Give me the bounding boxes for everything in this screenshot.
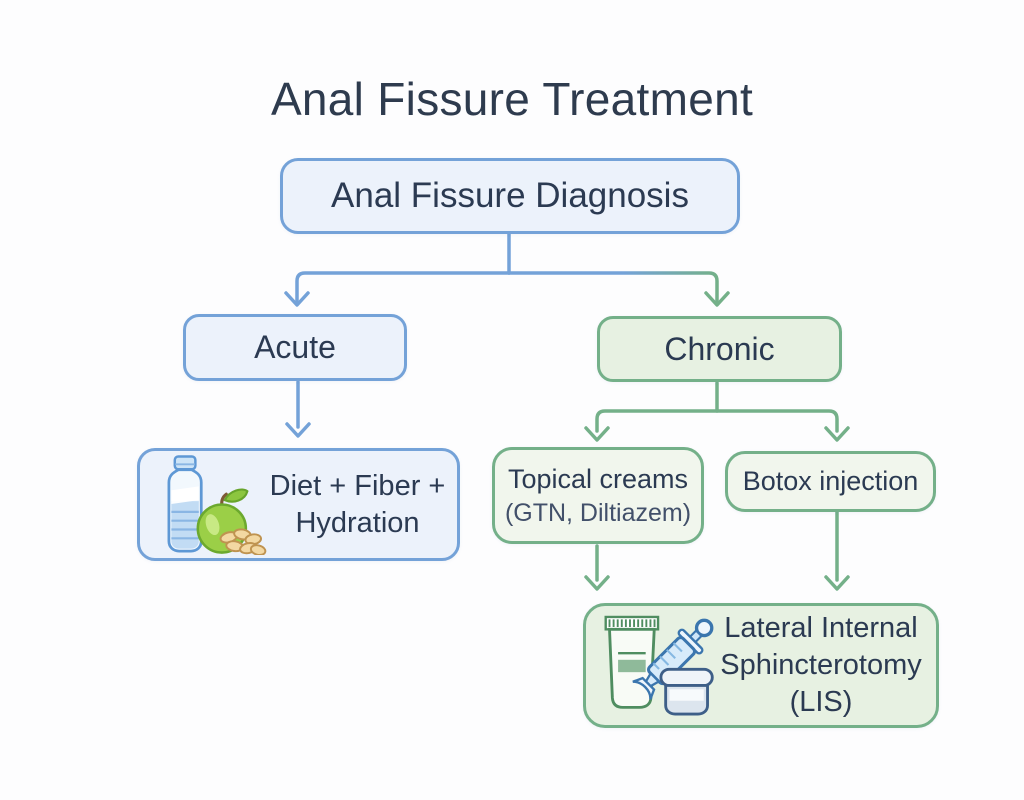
node-topical-line2: (GTN, Diltiazem) [504,499,692,527]
node-diagnosis: Anal Fissure Diagnosis [280,158,740,234]
edge-chronic-topical-arrowhead [584,426,610,442]
node-diet-line2: Hydration [295,506,420,539]
node-lis-line3: (LIS) [789,686,853,718]
water-bottle-icon [167,454,203,552]
lis-icon-group [604,615,714,716]
edge-diagnosis-acute-arrowhead [284,291,310,307]
ointment-jar-icon [659,667,714,716]
node-botox-injection: Botox injection [725,451,936,512]
node-acute-label: Acute [254,329,336,365]
node-topical-creams: Topical creams (GTN, Diltiazem) [492,447,704,544]
edge-chronic-split [595,409,839,433]
node-lis: Lateral Internal Sphincterotomy (LIS) [583,603,939,728]
node-diet-line1: Diet + Fiber + [269,469,446,502]
node-topical-line1: Topical creams [507,464,689,494]
diet-icon-group [167,454,267,555]
syringe-icon [632,618,714,700]
node-diagnosis-label: Anal Fissure Diagnosis [331,176,689,215]
node-acute: Acute [183,314,407,381]
cream-tube-icon [604,615,660,709]
node-lis-line1: Lateral Internal [724,612,918,644]
edge-chronic-botox-arrowhead [824,426,850,442]
edge-acute-diet-arrowhead [285,422,311,438]
edge-topical-lis-arrowhead [584,575,610,591]
node-lis-line2: Sphincterotomy [720,649,922,681]
node-diet: Diet + Fiber + Hydration [137,448,460,561]
page-title: Anal Fissure Treatment [270,73,754,125]
nuts-icon [219,527,267,555]
edge-diagnosis-acute [295,271,511,306]
green-apple-icon [196,488,249,554]
node-diet-label: Diet + Fiber + Hydration [268,468,457,542]
edge-botox-lis-arrowhead [824,575,850,591]
node-chronic: Chronic [597,316,842,382]
edge-diagnosis-chronic-arrowhead [704,291,730,307]
node-botox-label: Botox injection [742,466,919,496]
node-lis-label: Lateral Internal Sphincterotomy (LIS) [718,610,936,721]
edge-diagnosis-chronic [507,271,719,306]
node-chronic-label: Chronic [664,330,775,367]
